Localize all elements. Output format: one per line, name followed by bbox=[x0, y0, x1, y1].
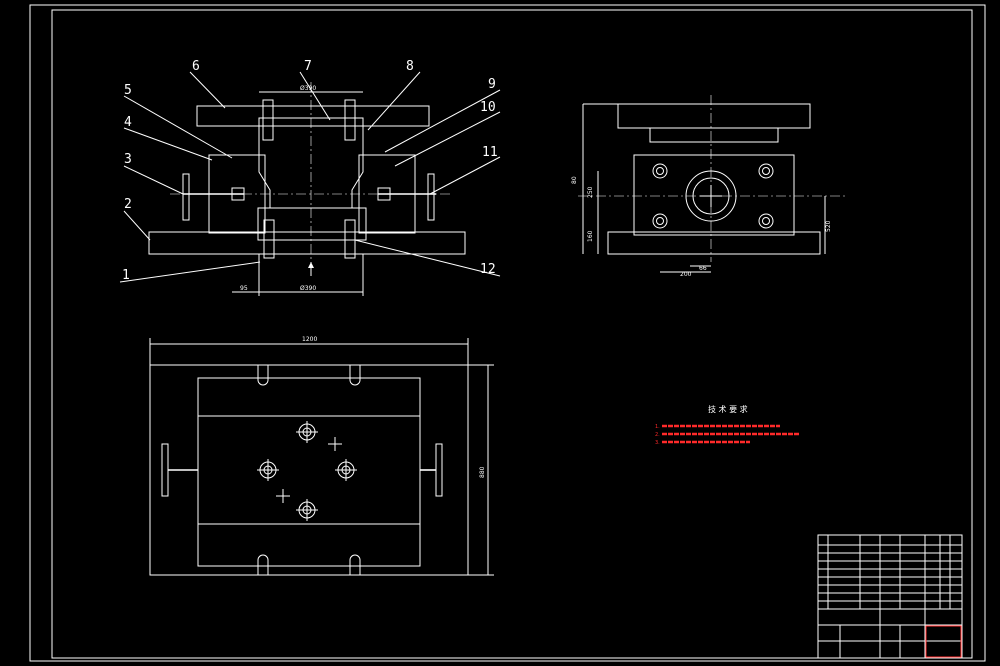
inner-border bbox=[51, 9, 973, 659]
dim-plan-width: 1200 bbox=[302, 336, 317, 343]
callout-8: 8 bbox=[406, 59, 414, 74]
dim-side-height: 250 bbox=[587, 186, 594, 198]
callout-10: 10 bbox=[480, 100, 496, 115]
outer-border bbox=[29, 4, 986, 662]
callout-5: 5 bbox=[124, 83, 132, 98]
callout-4: 4 bbox=[124, 115, 132, 130]
side-view: 250 160 520 200 66 80 bbox=[571, 95, 845, 278]
callout-7: 7 bbox=[304, 59, 312, 74]
tech-req-item-3: 3. bbox=[655, 440, 660, 446]
dim-side-low: 160 bbox=[587, 230, 594, 242]
callout-6: 6 bbox=[192, 59, 200, 74]
dim-side-bottom-b: 66 bbox=[699, 265, 707, 272]
callout-1: 1 bbox=[122, 268, 130, 283]
tech-req-item-2: 2. bbox=[655, 432, 660, 438]
tech-req-item-1: 1. bbox=[655, 424, 660, 430]
callout-12: 12 bbox=[480, 262, 496, 277]
dim-front-left: 95 bbox=[240, 285, 248, 292]
callout-2: 2 bbox=[124, 197, 132, 212]
dim-front-bottom: Ø390 bbox=[300, 285, 316, 292]
callouts: 1 2 3 4 5 6 7 8 9 10 11 12 bbox=[119, 59, 501, 283]
dim-side-right: 520 bbox=[825, 220, 832, 232]
callout-9: 9 bbox=[488, 77, 496, 92]
dim-side-left: 80 bbox=[571, 176, 578, 184]
callout-3: 3 bbox=[124, 152, 132, 167]
callout-11: 11 bbox=[482, 145, 498, 160]
tech-req-title: 技 术 要 求 bbox=[708, 404, 748, 414]
dim-side-bottom-a: 200 bbox=[680, 271, 692, 278]
dim-plan-height: 880 bbox=[479, 466, 486, 478]
tech-requirements: 技 术 要 求 1. 2. 3. bbox=[655, 404, 800, 446]
dim-front-top: Ø390 bbox=[300, 85, 316, 92]
plan-view: 1200 880 bbox=[149, 336, 494, 576]
title-block bbox=[817, 534, 963, 659]
front-section-view: Ø390 Ø390 95 bbox=[148, 82, 466, 296]
